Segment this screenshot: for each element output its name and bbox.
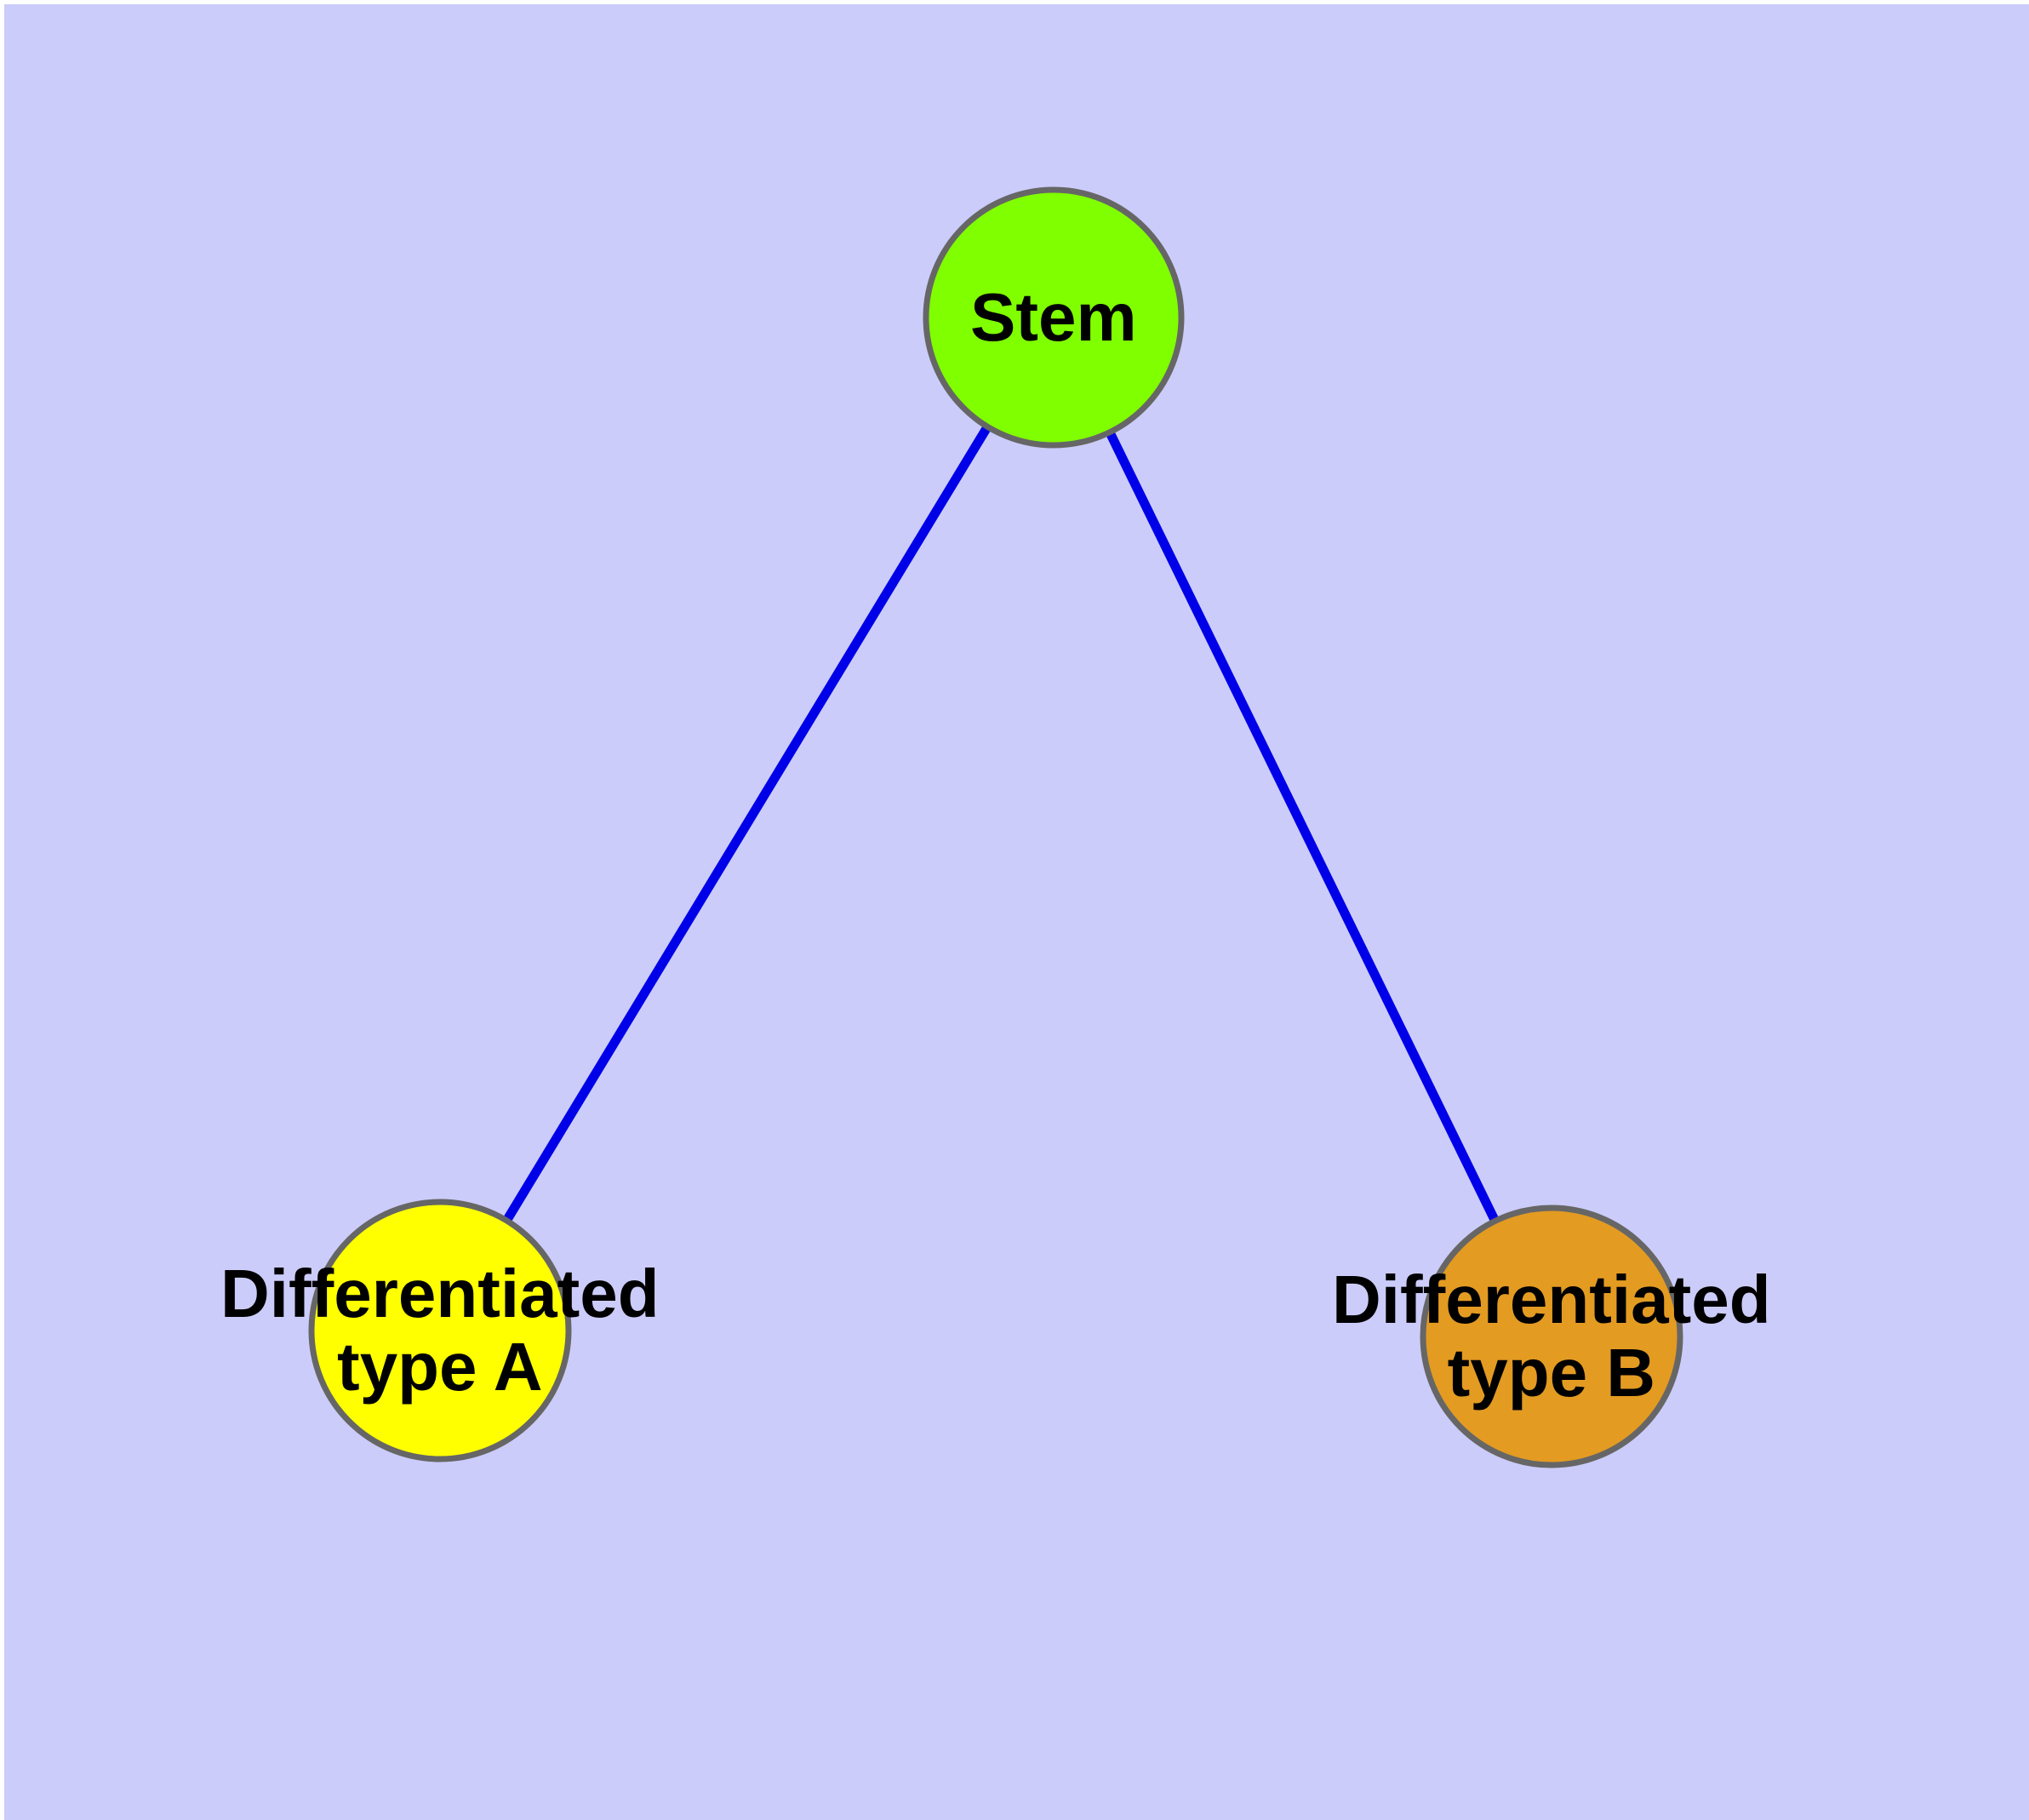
node-differentiated-type-a[interactable]: [308, 1199, 572, 1462]
node-layer: [308, 186, 1683, 1468]
node-stem[interactable]: [923, 186, 1185, 449]
node-differentiated-type-b[interactable]: [1420, 1205, 1683, 1468]
edge-stem-to-diff-b: [1105, 428, 1500, 1225]
edge-stem-to-diff-a: [501, 422, 993, 1225]
edge-layer: [501, 422, 1500, 1225]
